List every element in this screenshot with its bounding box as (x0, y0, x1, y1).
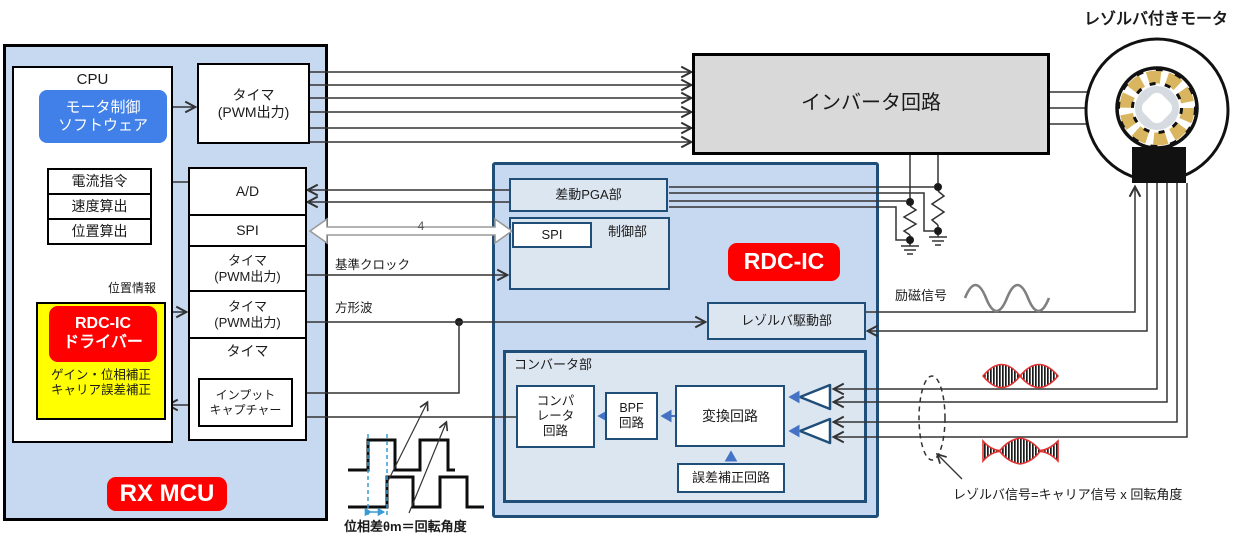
resolver-drive-box: レゾルバ駆動部 (707, 302, 866, 340)
waveform-pointer-arrows (387, 403, 446, 514)
phase-dimension (364, 434, 388, 517)
input-capture-box: インプット キャプチャー (198, 378, 293, 427)
ground-icon (929, 236, 947, 246)
pwm-to-inverter-lines (310, 72, 690, 142)
note-arrow (938, 455, 963, 480)
resolver-signal-note: レゾルバ信号=キャリア信号 x 回転角度 (953, 487, 1183, 502)
resistor-icon (930, 190, 946, 226)
conversion-box: 変換回路 (675, 385, 785, 447)
ground-icon (901, 245, 919, 255)
timer-pwm-box-2: タイマ (PWM出力) (188, 290, 307, 339)
speed-calc-box: 速度算出 (47, 193, 152, 220)
motor-connector (1132, 147, 1186, 183)
ref-clock-label: 基準クロック (335, 258, 411, 272)
spi-mcu-box: SPI (188, 214, 307, 247)
phase-note: 位相差θm＝回転角度 (344, 519, 467, 534)
position-calc-box: 位置算出 (47, 218, 152, 245)
rdc-driver-title: RDC-IC ドライバー (49, 306, 157, 362)
rdc-ic-badge: RDC-IC (728, 243, 840, 281)
motor-title: レゾルバ付きモータ (1083, 11, 1228, 28)
spi-bus-arrow (308, 217, 514, 245)
control-section-label: 制御部 (608, 224, 648, 239)
square-wave-label: 方形波 (335, 301, 373, 315)
current-command-box: 電流指令 (47, 168, 152, 195)
resistor-icon (902, 205, 918, 236)
rdc-driver-subtext: ゲイン・位相補正 キャリア誤差補正 (50, 368, 151, 397)
cpu-label: CPU (76, 71, 109, 88)
excitation-label: 励磁信号 (895, 288, 948, 303)
square-wave-icon (348, 438, 484, 509)
rx-mcu-badge: RX MCU (107, 477, 227, 511)
spi-rdc-box: SPI (512, 222, 592, 248)
pga-to-ad-lines (309, 190, 509, 202)
inverter-to-motor-lines (1050, 91, 1087, 125)
inverter-box: インバータ回路 (692, 53, 1050, 155)
position-info-label: 位置情報 (108, 281, 157, 295)
error-correction-box: 誤差補正回路 (677, 463, 785, 493)
highlight-ellipse (918, 375, 946, 461)
ad-box: A/D (188, 167, 307, 216)
bpf-box: BPF 回路 (605, 392, 658, 440)
sine-wave-icon (963, 283, 1051, 313)
spi-bus-width-label: 4 (417, 219, 425, 233)
converter-section-label: コンバータ部 (514, 357, 593, 372)
motor-icon (1084, 37, 1230, 183)
modulated-signal-icon (982, 437, 1059, 465)
comparator-box: コンパ レータ 回路 (516, 385, 595, 448)
resolver-routes (835, 183, 1188, 437)
motor-control-software-box: モータ制御 ソフトウェア (39, 90, 167, 143)
timer-pwm-box-1: タイマ (PWM出力) (188, 245, 307, 292)
timer-pwm-top-box: タイマ (PWM出力) (197, 63, 310, 144)
pga-box: 差動PGA部 (509, 178, 668, 212)
modulated-signal-icon (981, 363, 1060, 389)
